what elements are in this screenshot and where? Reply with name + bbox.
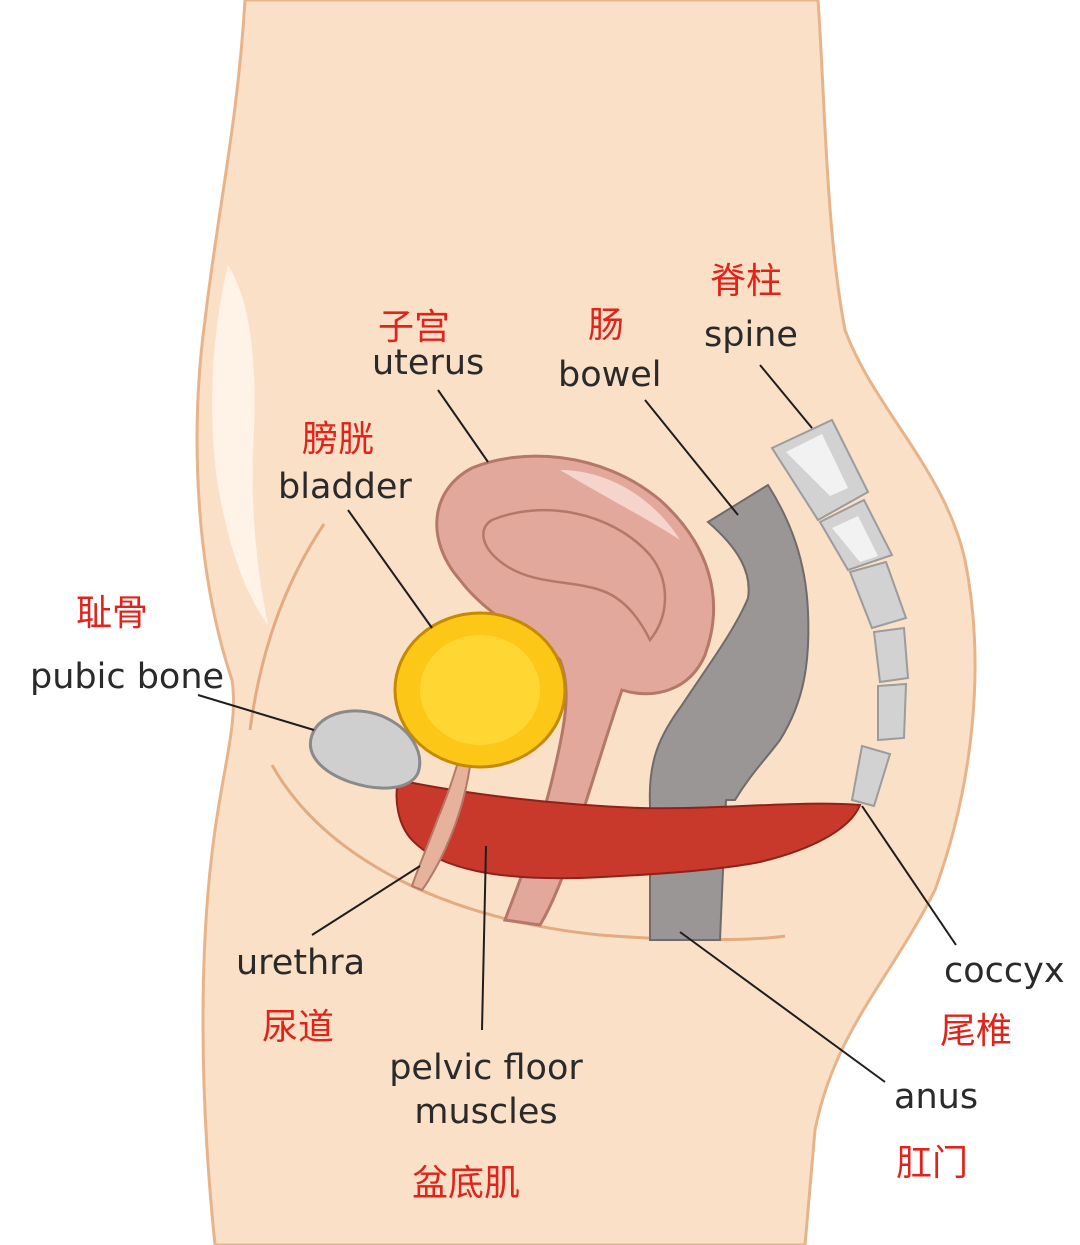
bladder-label-zh: 膀胱 xyxy=(302,419,375,460)
leader-urethra xyxy=(311,865,421,936)
vertebra-6 xyxy=(850,744,892,808)
urethra-label-en: urethra xyxy=(236,943,366,983)
belly-highlight xyxy=(212,265,268,625)
urethra-tube xyxy=(410,760,472,892)
bladder-label-en: bladder xyxy=(278,467,412,507)
leader-pelvic xyxy=(481,845,487,1031)
coccyx-label-en: coccyx xyxy=(944,951,1065,991)
uterus-highlight xyxy=(560,470,680,540)
urethra-label-zh: 尿道 xyxy=(262,1007,335,1048)
pelvic-floor-label-line2: muscles xyxy=(414,1092,558,1132)
spine-vertebrae xyxy=(770,418,910,808)
leader-lines xyxy=(197,364,957,1083)
vertebra-4 xyxy=(872,626,910,684)
leader-coccyx xyxy=(861,805,957,946)
vertebra-shine-2 xyxy=(832,516,878,562)
anus-label-en: anus xyxy=(894,1077,979,1117)
uterus-label-zh: 子宫 xyxy=(378,307,451,348)
vertebra-3 xyxy=(848,560,908,630)
pubic-bone-label-en: pubic bone xyxy=(30,657,225,697)
bowel-label-en: bowel xyxy=(558,355,662,395)
coccyx-label-zh: 尾椎 xyxy=(940,1011,1013,1052)
leader-pubic xyxy=(197,694,315,731)
pubic-bone-label-zh: 耻骨 xyxy=(76,593,149,634)
leader-bladder xyxy=(347,509,433,629)
pelvic-floor-label-en: pelvic floor muscles xyxy=(386,1046,586,1134)
leader-anus xyxy=(679,931,886,1083)
pubic-bone-shape xyxy=(309,709,422,790)
anus-label-zh: 肛门 xyxy=(896,1143,969,1184)
spine-label-zh: 脊柱 xyxy=(710,261,783,302)
spine-label-en: spine xyxy=(704,315,798,355)
uterus-label-en: uterus xyxy=(372,343,485,383)
bowel-label-zh: 肠 xyxy=(588,305,625,346)
leader-spine xyxy=(759,364,813,429)
pelvic-floor-label-zh: 盆底肌 xyxy=(412,1163,521,1204)
bladder-core xyxy=(420,635,540,745)
vertebra-5 xyxy=(877,682,908,742)
leader-bowel xyxy=(644,399,739,516)
thigh-crease xyxy=(248,523,326,731)
vertebra-shine-1 xyxy=(786,434,848,496)
uterus-cavity xyxy=(482,509,667,643)
leader-uterus xyxy=(437,389,489,463)
pelvic-floor-label-line1: pelvic floor xyxy=(389,1048,583,1088)
perineum-curve xyxy=(270,764,786,942)
